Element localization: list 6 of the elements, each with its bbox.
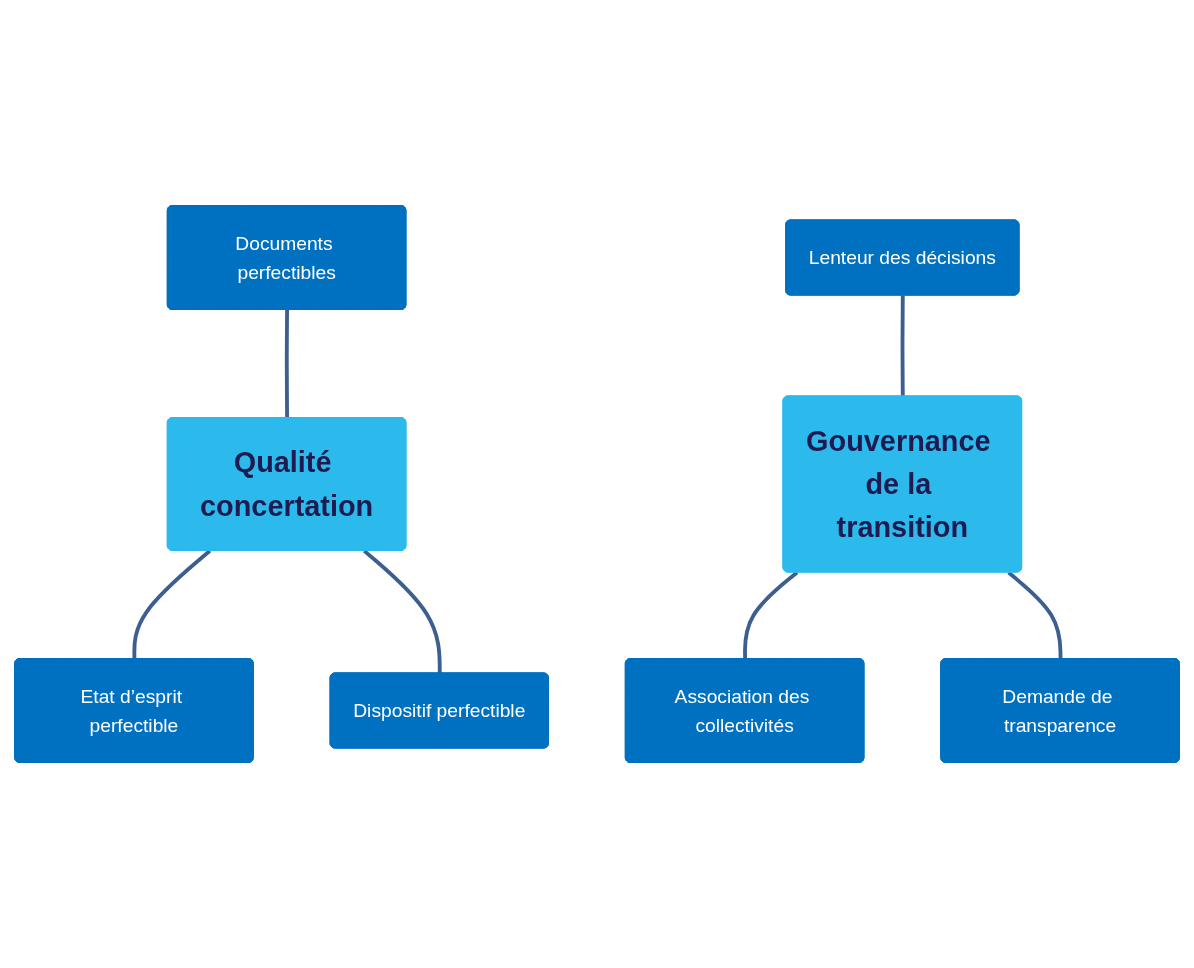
connector bbox=[363, 549, 442, 674]
connector bbox=[743, 571, 799, 660]
connector bbox=[900, 295, 905, 397]
connector bbox=[1007, 571, 1063, 660]
connector bbox=[132, 549, 212, 660]
connector bbox=[284, 309, 289, 419]
